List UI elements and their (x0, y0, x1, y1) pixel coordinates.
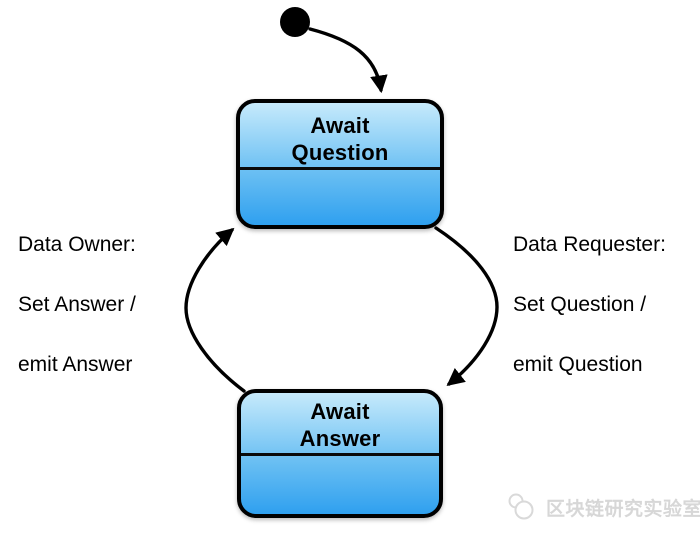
state-await-question: Await Question (236, 99, 444, 229)
transition-label-data-requester: Data Requester: Set Question / emit Ques… (513, 233, 666, 413)
initial-state-dot (280, 7, 310, 37)
transition-arrow-question-to-answer (434, 226, 499, 386)
watermark-text: 区块链研究实验室 (546, 498, 700, 520)
label-line: Set Answer / (18, 293, 136, 316)
state-await-answer: Await Answer (237, 389, 443, 518)
label-line: emit Answer (18, 353, 133, 376)
overlapping-circles-logo-icon (505, 491, 539, 523)
state-name-await-answer: Await Answer (299, 399, 381, 451)
label-line: emit Question (513, 353, 643, 376)
state-compartment-divider (240, 167, 440, 170)
state-name-await-question: Await Question (291, 113, 389, 165)
label-line: Data Requester: (513, 233, 666, 256)
state-compartment-divider (241, 453, 439, 456)
transition-arrow-answer-to-question (184, 227, 246, 393)
watermark: 区块链研究实验室 (505, 491, 700, 523)
label-line: Data Owner: (18, 233, 136, 256)
transition-label-data-owner: Data Owner: Set Answer / emit Answer (18, 233, 136, 413)
initial-transition-arrow (308, 27, 388, 94)
label-line: Set Question / (513, 293, 647, 316)
